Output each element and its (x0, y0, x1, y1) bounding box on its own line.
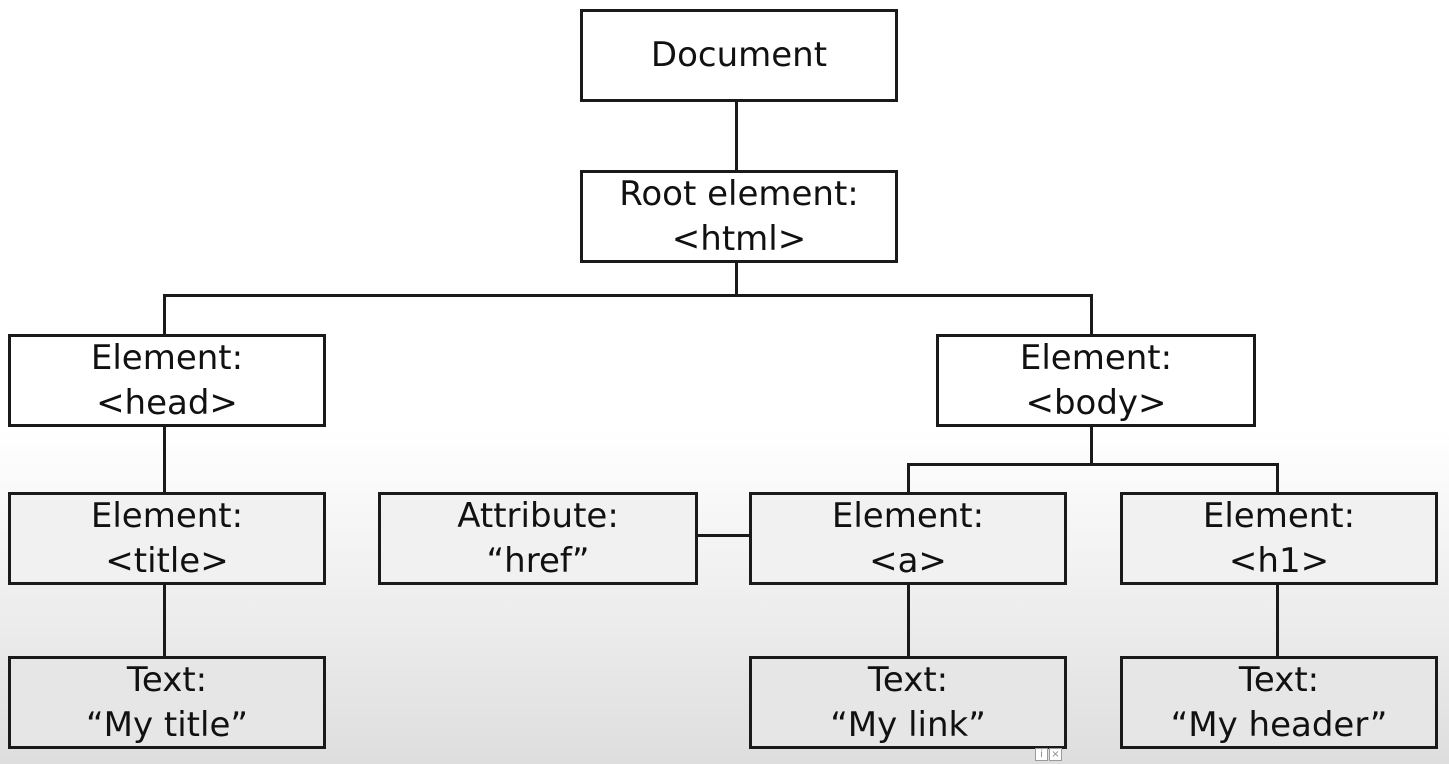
connector-to-body (1090, 294, 1093, 335)
connector-head-title (163, 425, 166, 493)
node-element-h1-label: Element: (1202, 496, 1356, 537)
connector-to-a (907, 463, 910, 493)
connector-document-root (735, 100, 738, 170)
node-text-my-link: Text: “My link” (749, 656, 1067, 749)
connector-a-text (907, 583, 910, 657)
node-element-h1: Element: <h1> (1120, 492, 1438, 585)
node-text-my-header-value: “My header” (1170, 704, 1388, 745)
node-element-a-value: <a> (869, 540, 947, 581)
node-attribute-href-label: Attribute: (457, 496, 619, 537)
node-text-my-title-value: “My title” (86, 704, 248, 745)
node-root-element-label: Root element: (619, 174, 859, 215)
close-icon[interactable]: × (1049, 748, 1062, 761)
connector-attribute-a (695, 534, 751, 537)
node-element-head: Element: <head> (8, 334, 326, 427)
node-element-title-value: <title> (105, 540, 229, 581)
connector-head-body-bar (163, 294, 1093, 297)
connector-h1-text (1276, 583, 1279, 657)
node-element-a-label: Element: (831, 496, 985, 537)
node-element-title-label: Element: (90, 496, 244, 537)
node-element-a: Element: <a> (749, 492, 1067, 585)
node-text-my-title-label: Text: (126, 660, 208, 701)
node-root-element: Root element: <html> (580, 170, 898, 263)
connector-to-head (163, 294, 166, 335)
node-element-body: Element: <body> (936, 334, 1256, 427)
node-element-h1-value: <h1> (1228, 540, 1330, 581)
node-document-label: Document (650, 35, 828, 76)
connector-a-h1-bar (907, 463, 1279, 466)
node-element-body-value: <body> (1025, 382, 1167, 423)
node-element-body-label: Element: (1019, 338, 1173, 379)
connector-body-branch (1090, 425, 1093, 465)
connector-root-branch (735, 262, 738, 296)
node-document: Document (580, 9, 898, 102)
connector-to-h1 (1276, 463, 1279, 493)
node-attribute-href: Attribute: “href” (378, 492, 698, 585)
node-element-title: Element: <title> (8, 492, 326, 585)
node-element-head-value: <head> (96, 382, 238, 423)
node-element-head-label: Element: (90, 338, 244, 379)
ad-choices-badge[interactable]: i × (1035, 748, 1063, 761)
node-attribute-href-value: “href” (486, 540, 590, 581)
node-root-element-value: <html> (671, 218, 807, 259)
node-text-my-link-value: “My link” (830, 704, 986, 745)
node-text-my-header: Text: “My header” (1120, 656, 1438, 749)
node-text-my-header-label: Text: (1238, 660, 1320, 701)
info-icon[interactable]: i (1035, 748, 1048, 761)
node-text-my-title: Text: “My title” (8, 656, 326, 749)
connector-title-text (163, 583, 166, 657)
node-text-my-link-label: Text: (867, 660, 949, 701)
